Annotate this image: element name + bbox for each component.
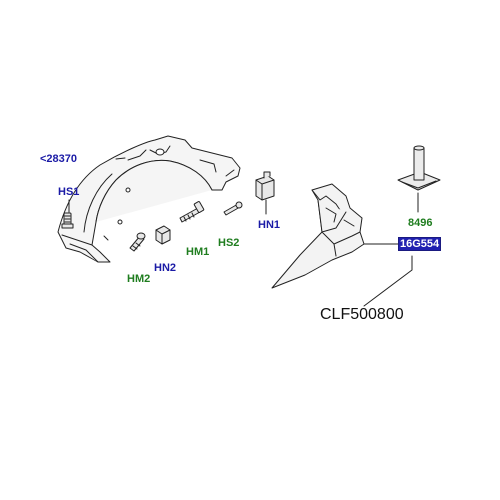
callout-splash-shield[interactable]: 16G554 — [397, 237, 442, 251]
nut-hn2-part — [155, 225, 171, 245]
screw-hs2-part — [223, 201, 243, 216]
callout-hs2[interactable]: HS2 — [218, 237, 240, 249]
clip-nut-hn1-part — [255, 171, 275, 215]
screw-hs1-part — [61, 212, 74, 229]
callout-hn1[interactable]: HN1 — [258, 219, 281, 231]
callout-hs1[interactable]: HS1 — [58, 186, 80, 198]
callout-hm1[interactable]: HM1 — [186, 246, 210, 258]
fender-liner-part — [57, 135, 241, 263]
callout-hn2[interactable]: HN2 — [154, 262, 177, 274]
callout-fender-liner[interactable]: <28370 — [40, 153, 78, 165]
stud-8496-part — [397, 145, 441, 191]
leader-lines — [68, 157, 419, 307]
diagram-reference-code: CLF500800 — [320, 306, 404, 323]
splash-shield-part — [271, 183, 365, 289]
screw-hm2-part — [129, 232, 146, 252]
callout-hm2[interactable]: HM2 — [127, 273, 151, 285]
bolt-hm1-part — [179, 201, 205, 223]
callout-8496[interactable]: 8496 — [408, 217, 433, 229]
